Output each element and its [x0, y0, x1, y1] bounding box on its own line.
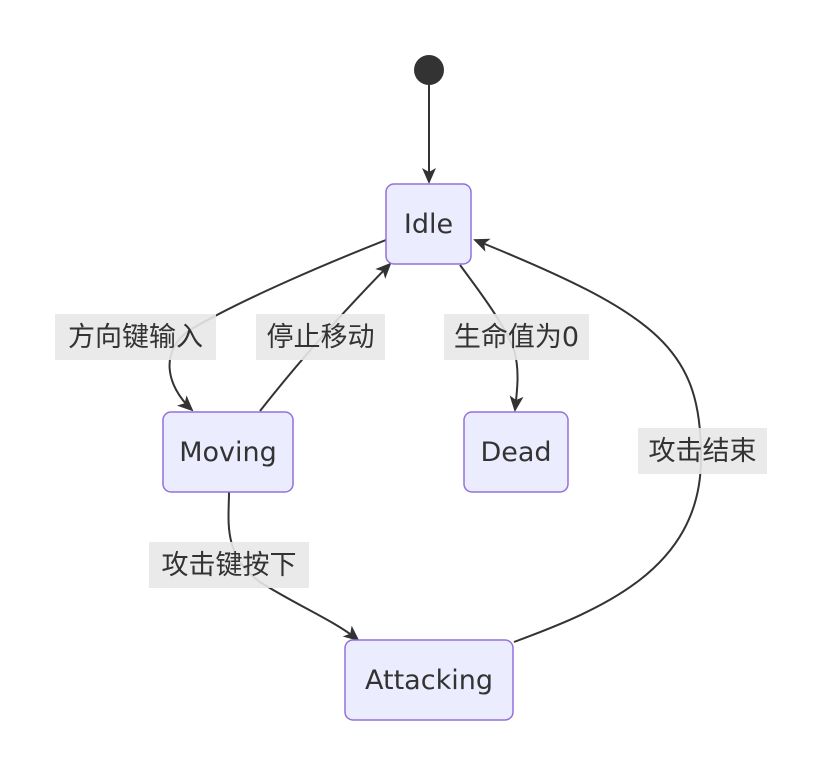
- start-node: [414, 55, 444, 85]
- state-attacking[interactable]: Attacking: [344, 639, 514, 721]
- label-idle-to-dead-text: 生命值为0: [454, 322, 579, 353]
- state-moving-label: Moving: [179, 437, 277, 468]
- state-moving[interactable]: Moving: [162, 411, 294, 493]
- label-moving-to-attacking: 攻击键按下: [149, 542, 309, 588]
- label-moving-to-idle: 停止移动: [256, 314, 385, 360]
- label-attacking-to-idle: 攻击结束: [638, 428, 767, 474]
- label-moving-to-attacking-text: 攻击键按下: [162, 550, 297, 581]
- state-idle[interactable]: Idle: [385, 183, 472, 265]
- state-idle-label: Idle: [404, 209, 453, 240]
- label-attacking-to-idle-text: 攻击结束: [649, 436, 757, 467]
- state-dead[interactable]: Dead: [463, 411, 569, 493]
- label-idle-to-dead: 生命值为0: [444, 314, 589, 360]
- label-idle-to-moving-text: 方向键输入: [68, 322, 203, 353]
- state-attacking-label: Attacking: [365, 665, 493, 696]
- label-idle-to-moving: 方向键输入: [55, 314, 216, 360]
- state-dead-label: Dead: [480, 437, 551, 468]
- label-moving-to-idle-text: 停止移动: [267, 322, 375, 353]
